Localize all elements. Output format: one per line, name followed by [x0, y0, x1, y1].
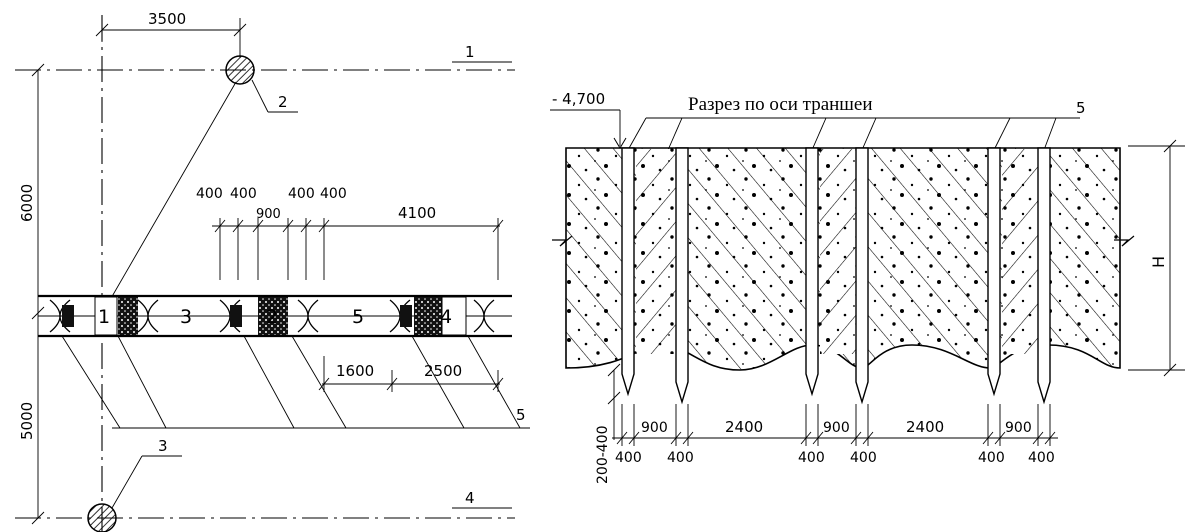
- dim-400-s3: 400: [798, 450, 825, 466]
- dim-900-a: 900: [641, 420, 668, 436]
- dim-200-400: 200-400: [595, 426, 611, 485]
- panel-block: [258, 297, 288, 335]
- dim-400-b: 400: [230, 186, 257, 202]
- panel-number-4: 4: [440, 306, 452, 328]
- panel-number-2: 2: [266, 306, 278, 328]
- dim-2400-a: 2400: [725, 418, 763, 436]
- tie-circle-2: [225, 55, 255, 85]
- section-callout-5: 5: [1076, 99, 1086, 117]
- plan-view: 1 4 3500 6000 5000 2 3: [15, 10, 530, 532]
- axis-label-4: 4: [465, 489, 475, 507]
- dim-900: 900: [256, 207, 281, 222]
- guide-stakes: [621, 147, 1051, 405]
- dim-400-s2: 400: [667, 450, 694, 466]
- level-mark: - 4,700: [552, 90, 605, 108]
- height-label: H: [1149, 256, 1168, 268]
- axis-label-1: 1: [465, 43, 475, 61]
- dim-4100: 4100: [398, 204, 436, 222]
- dim-400-d: 400: [320, 186, 347, 202]
- dim-2500: 2500: [424, 362, 462, 380]
- dim-900-c: 900: [1005, 420, 1032, 436]
- panel-number-5: 5: [352, 306, 364, 328]
- panel-number-3: 3: [180, 306, 192, 328]
- panel-number-1: 1: [98, 306, 110, 328]
- dim-6000: 6000: [18, 184, 36, 222]
- dim-2400-b: 2400: [906, 418, 944, 436]
- dim-400-s5: 400: [978, 450, 1005, 466]
- callout-2: 2: [278, 93, 288, 111]
- section-view: Разрез по оси траншеи - 4,700 5: [550, 90, 1185, 484]
- dim-400-s4: 400: [850, 450, 877, 466]
- panel-block: [118, 297, 138, 335]
- tie-circle-3: [87, 503, 117, 532]
- dim-400-a: 400: [196, 186, 223, 202]
- dim-5000: 5000: [18, 402, 36, 440]
- dim-3500: 3500: [148, 10, 186, 28]
- dim-400-c: 400: [288, 186, 315, 202]
- dim-400-s1: 400: [615, 450, 642, 466]
- dim-400-s6: 400: [1028, 450, 1055, 466]
- section-title: Разрез по оси траншеи: [688, 94, 873, 115]
- dim-1600: 1600: [336, 362, 374, 380]
- callout-5: 5: [516, 406, 526, 424]
- callout-3: 3: [158, 437, 168, 455]
- dim-900-b: 900: [823, 420, 850, 436]
